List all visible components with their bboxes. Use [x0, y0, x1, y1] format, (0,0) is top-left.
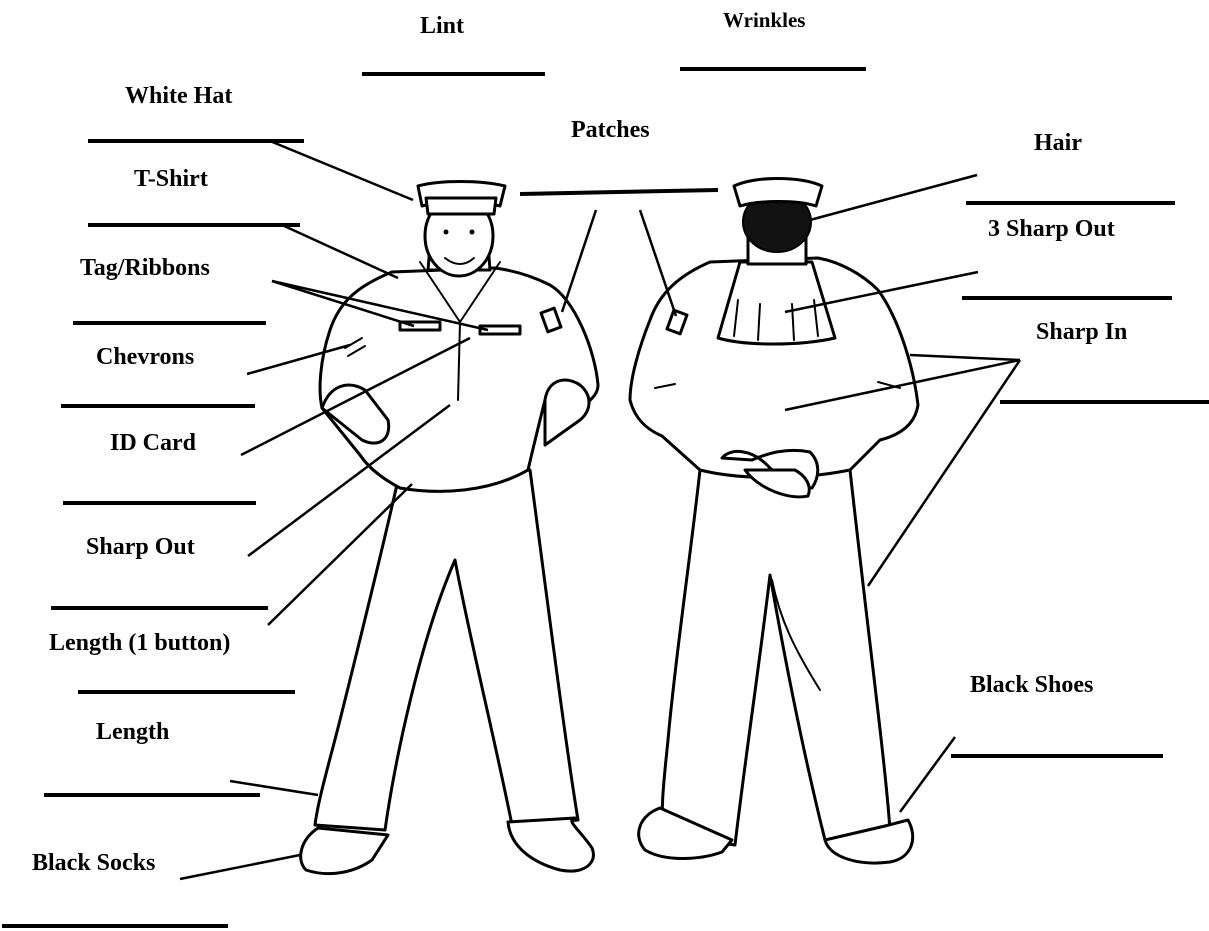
label-length-1-button: Length (1 button) [49, 631, 230, 655]
leader-length [230, 781, 318, 795]
label-black-socks: Black Socks [32, 851, 155, 875]
label-sharp-out: Sharp Out [86, 535, 195, 559]
leader-sharp-in-1 [910, 355, 1020, 360]
leader-white-hat [270, 141, 413, 200]
label-3-sharp-out: 3 Sharp Out [988, 217, 1115, 241]
label-patches: Patches [571, 118, 650, 142]
label-length: Length [96, 720, 169, 744]
label-t-shirt: T-Shirt [134, 167, 208, 191]
back-sailor-figure [630, 179, 918, 864]
label-chevrons: Chevrons [96, 345, 194, 369]
answer-blanks [2, 69, 1209, 926]
label-white-hat: White Hat [125, 84, 232, 108]
blank-patches [520, 190, 718, 194]
leader-t-shirt [282, 225, 398, 278]
leader-lines [180, 141, 1020, 879]
front-sailor-figure [301, 182, 598, 874]
label-tag-ribbons: Tag/Ribbons [80, 256, 210, 280]
leader-patches-front [562, 210, 596, 312]
leader-patches-back [640, 210, 676, 316]
leader-black-shoes [900, 737, 955, 812]
leader-hair [810, 175, 977, 220]
label-black-shoes: Black Shoes [970, 673, 1093, 697]
label-lint: Lint [420, 14, 464, 38]
label-id-card: ID Card [110, 431, 196, 455]
label-hair: Hair [1034, 131, 1082, 155]
label-sharp-in: Sharp In [1036, 320, 1127, 344]
label-wrinkles: Wrinkles [723, 10, 805, 31]
leader-black-socks [180, 855, 300, 879]
